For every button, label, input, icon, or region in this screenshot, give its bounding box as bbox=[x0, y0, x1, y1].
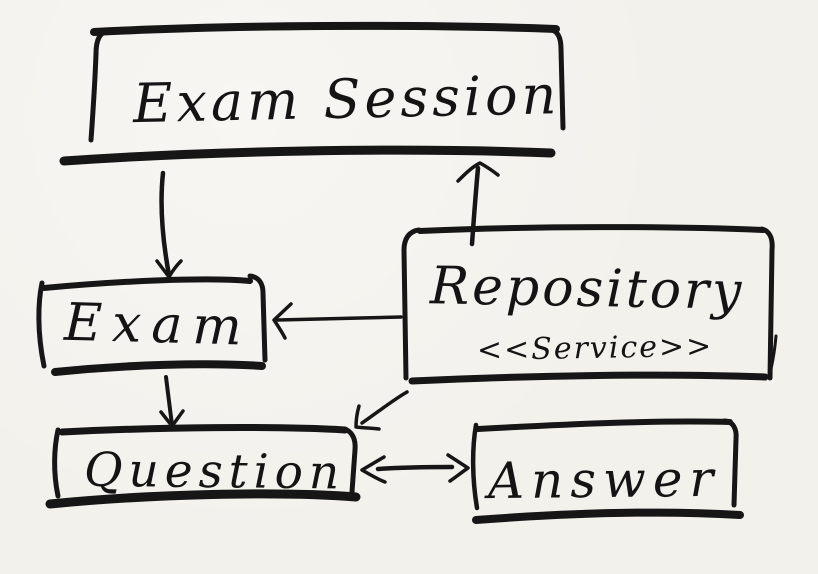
edge-line bbox=[159, 170, 172, 278]
repository-box-right bbox=[759, 226, 775, 381]
node-repository[interactable]: Repository <<Service>> bbox=[401, 224, 778, 385]
exam-box-top bbox=[41, 276, 253, 291]
node-answer[interactable]: Answer bbox=[470, 418, 744, 524]
exam-session-box-top bbox=[90, 21, 560, 36]
node-exam-session[interactable]: Exam Session bbox=[59, 21, 566, 166]
repository-stereotype: <<Service>> bbox=[477, 329, 714, 368]
answer-box-right bbox=[721, 418, 739, 508]
repository-box-left bbox=[401, 227, 422, 381]
repository-box-right-retrace bbox=[769, 334, 778, 371]
edge-exam-session-to-exam[interactable] bbox=[155, 170, 183, 279]
repository-box-bottom bbox=[408, 371, 769, 385]
arrowhead-down-icon bbox=[159, 409, 185, 428]
edge-line bbox=[360, 390, 409, 425]
exam-box-right bbox=[247, 273, 268, 363]
exam-session-box-bottom bbox=[59, 145, 556, 166]
arrowhead-left-icon bbox=[272, 302, 293, 340]
question-box-right bbox=[341, 426, 358, 495]
answer-box-left bbox=[470, 422, 480, 511]
exam-label: Exam bbox=[62, 293, 252, 358]
arrowhead-left-icon bbox=[360, 455, 387, 484]
answer-label: Answer bbox=[484, 450, 721, 510]
repository-box-top bbox=[417, 224, 766, 234]
answer-box-top bbox=[475, 418, 733, 432]
edge-exam-to-question[interactable] bbox=[159, 375, 185, 428]
exam-session-box-right bbox=[549, 27, 566, 131]
question-box-bottom bbox=[45, 489, 361, 509]
exam-session-box-left bbox=[88, 28, 111, 143]
edge-repository-to-exam[interactable] bbox=[272, 302, 403, 340]
edge-line bbox=[164, 375, 174, 427]
node-exam[interactable]: Exam bbox=[36, 273, 268, 376]
question-label: Question bbox=[84, 443, 346, 501]
exam-session-label: Exam Session bbox=[131, 63, 561, 135]
exam-box-bottom bbox=[51, 360, 266, 376]
arrowhead-up-icon bbox=[456, 161, 500, 183]
arrowhead-down-left-icon bbox=[354, 404, 381, 431]
edge-line bbox=[469, 165, 481, 247]
answer-box-bottom bbox=[472, 508, 744, 524]
question-box-top bbox=[58, 424, 349, 436]
arrowhead-down-icon bbox=[155, 259, 183, 279]
arrowhead-right-icon bbox=[446, 453, 470, 483]
edge-repository-to-question[interactable] bbox=[354, 390, 409, 431]
edge-line bbox=[375, 464, 455, 472]
exam-box-left bbox=[36, 280, 47, 369]
edge-line bbox=[276, 315, 403, 322]
repository-label: Repository bbox=[429, 256, 745, 321]
edge-question-to-answer-bidirectional[interactable] bbox=[360, 453, 470, 484]
node-question[interactable]: Question bbox=[45, 424, 361, 509]
question-box-left bbox=[52, 427, 61, 499]
edge-repository-to-exam-session[interactable] bbox=[456, 161, 500, 247]
